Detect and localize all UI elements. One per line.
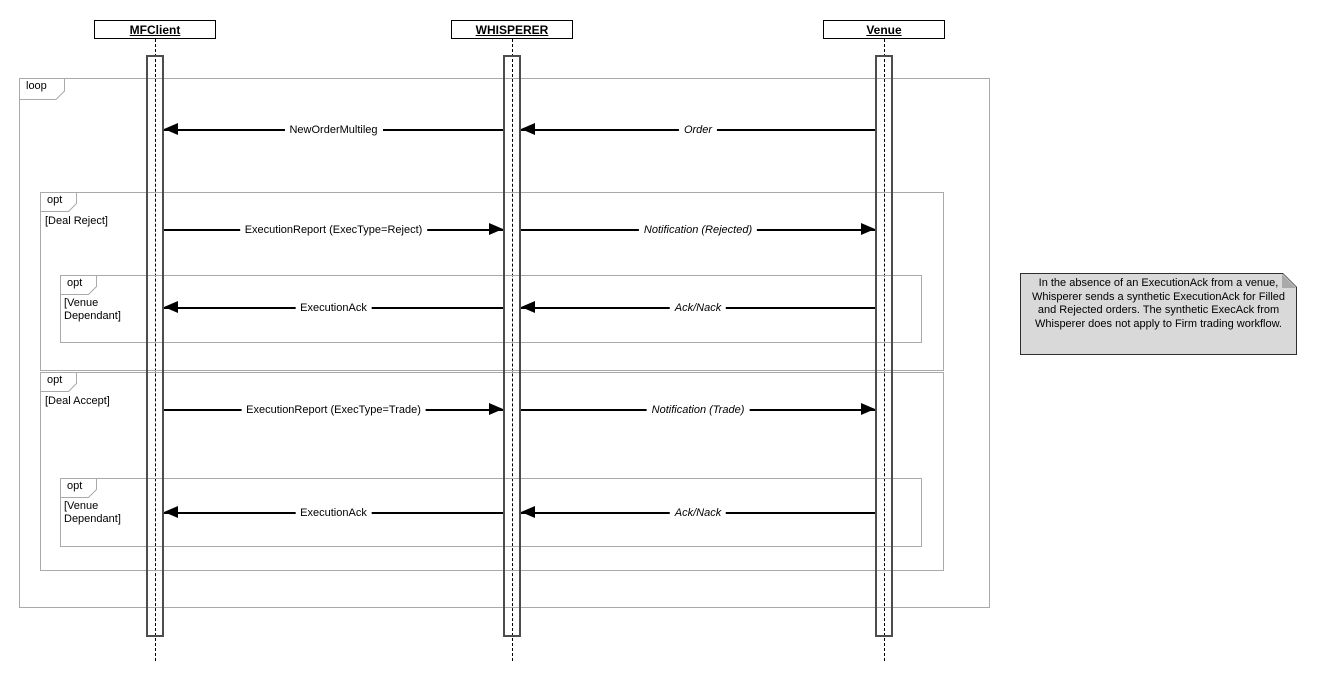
fragment-tab-shape-icon [40,192,77,212]
fragment-opt-deal-reject: opt [Deal Reject] [40,192,944,371]
message-label: Order [678,124,718,136]
fragment-tab-shape-icon [40,372,77,392]
note: In the absence of an ExecutionAck from a… [1020,273,1297,355]
message-label: ExecutionAck [295,507,372,519]
arrowhead-right-icon [489,403,503,415]
activation-bar-whisperer [503,55,521,637]
activation-bar-mfclient [146,55,164,637]
actor-box-venue: Venue [823,20,945,39]
message-label: ExecutionReport (ExecType=Trade) [241,404,426,416]
fragment-guard-venue-dependant: [Venue Dependant] [64,500,121,525]
lifeline-whisperer [512,39,513,661]
message-label: Notification (Rejected) [638,224,758,236]
fragment-guard-venue-dependant: [Venue Dependant] [64,297,121,322]
fragment-guard-deal-accept: [Deal Accept] [45,395,110,407]
message-label: Ack/Nack [669,507,727,519]
message-label: ExecutionAck [295,302,372,314]
actor-box-whisperer: WHISPERER [451,20,573,39]
fragment-tab-shape-icon [19,78,65,100]
fragment-opt-tab: opt [60,275,97,300]
arrowhead-left-icon [164,506,178,518]
arrowhead-left-icon [164,123,178,135]
fragment-loop-tab: loop [19,78,65,105]
lifeline-venue [884,39,885,661]
arrowhead-right-icon [861,403,875,415]
lifeline-mfclient [155,39,156,661]
fragment-guard-deal-reject: [Deal Reject] [45,215,108,227]
arrowhead-left-icon [164,301,178,313]
fragment-opt-operator: opt [47,374,63,386]
fragment-opt-operator: opt [67,480,83,492]
fragment-tab-shape-icon [60,275,97,295]
fragment-opt-operator: opt [47,194,63,206]
fragment-opt-venue-dependant-2: opt [Venue Dependant] [60,478,922,547]
arrowhead-left-icon [521,506,535,518]
message-label: NewOrderMultileg [284,124,383,136]
fragment-opt-venue-dependant-1: opt [Venue Dependant] [60,275,922,343]
arrowhead-right-icon [489,223,503,235]
arrowhead-left-icon [521,301,535,313]
message-label: ExecutionReport (ExecType=Reject) [239,224,428,236]
fragment-opt-tab: opt [40,372,77,397]
fragment-opt-tab: opt [60,478,97,503]
fragment-loop-operator: loop [26,80,47,92]
actor-box-mfclient: MFClient [94,20,216,39]
actor-label: WHISPERER [475,22,549,37]
fragment-tab-shape-icon [60,478,97,498]
arrowhead-left-icon [521,123,535,135]
fragment-opt-tab: opt [40,192,77,217]
note-text: In the absence of an ExecutionAck from a… [1031,277,1286,330]
activation-bar-venue [875,55,893,637]
actor-label: Venue [866,22,902,37]
arrowhead-right-icon [861,223,875,235]
message-label: Ack/Nack [669,302,727,314]
actor-label: MFClient [129,22,181,37]
message-label: Notification (Trade) [646,404,750,416]
fragment-opt-operator: opt [67,277,83,289]
fragment-opt-deal-accept: opt [Deal Accept] [40,372,944,571]
note-background [1021,274,1296,354]
